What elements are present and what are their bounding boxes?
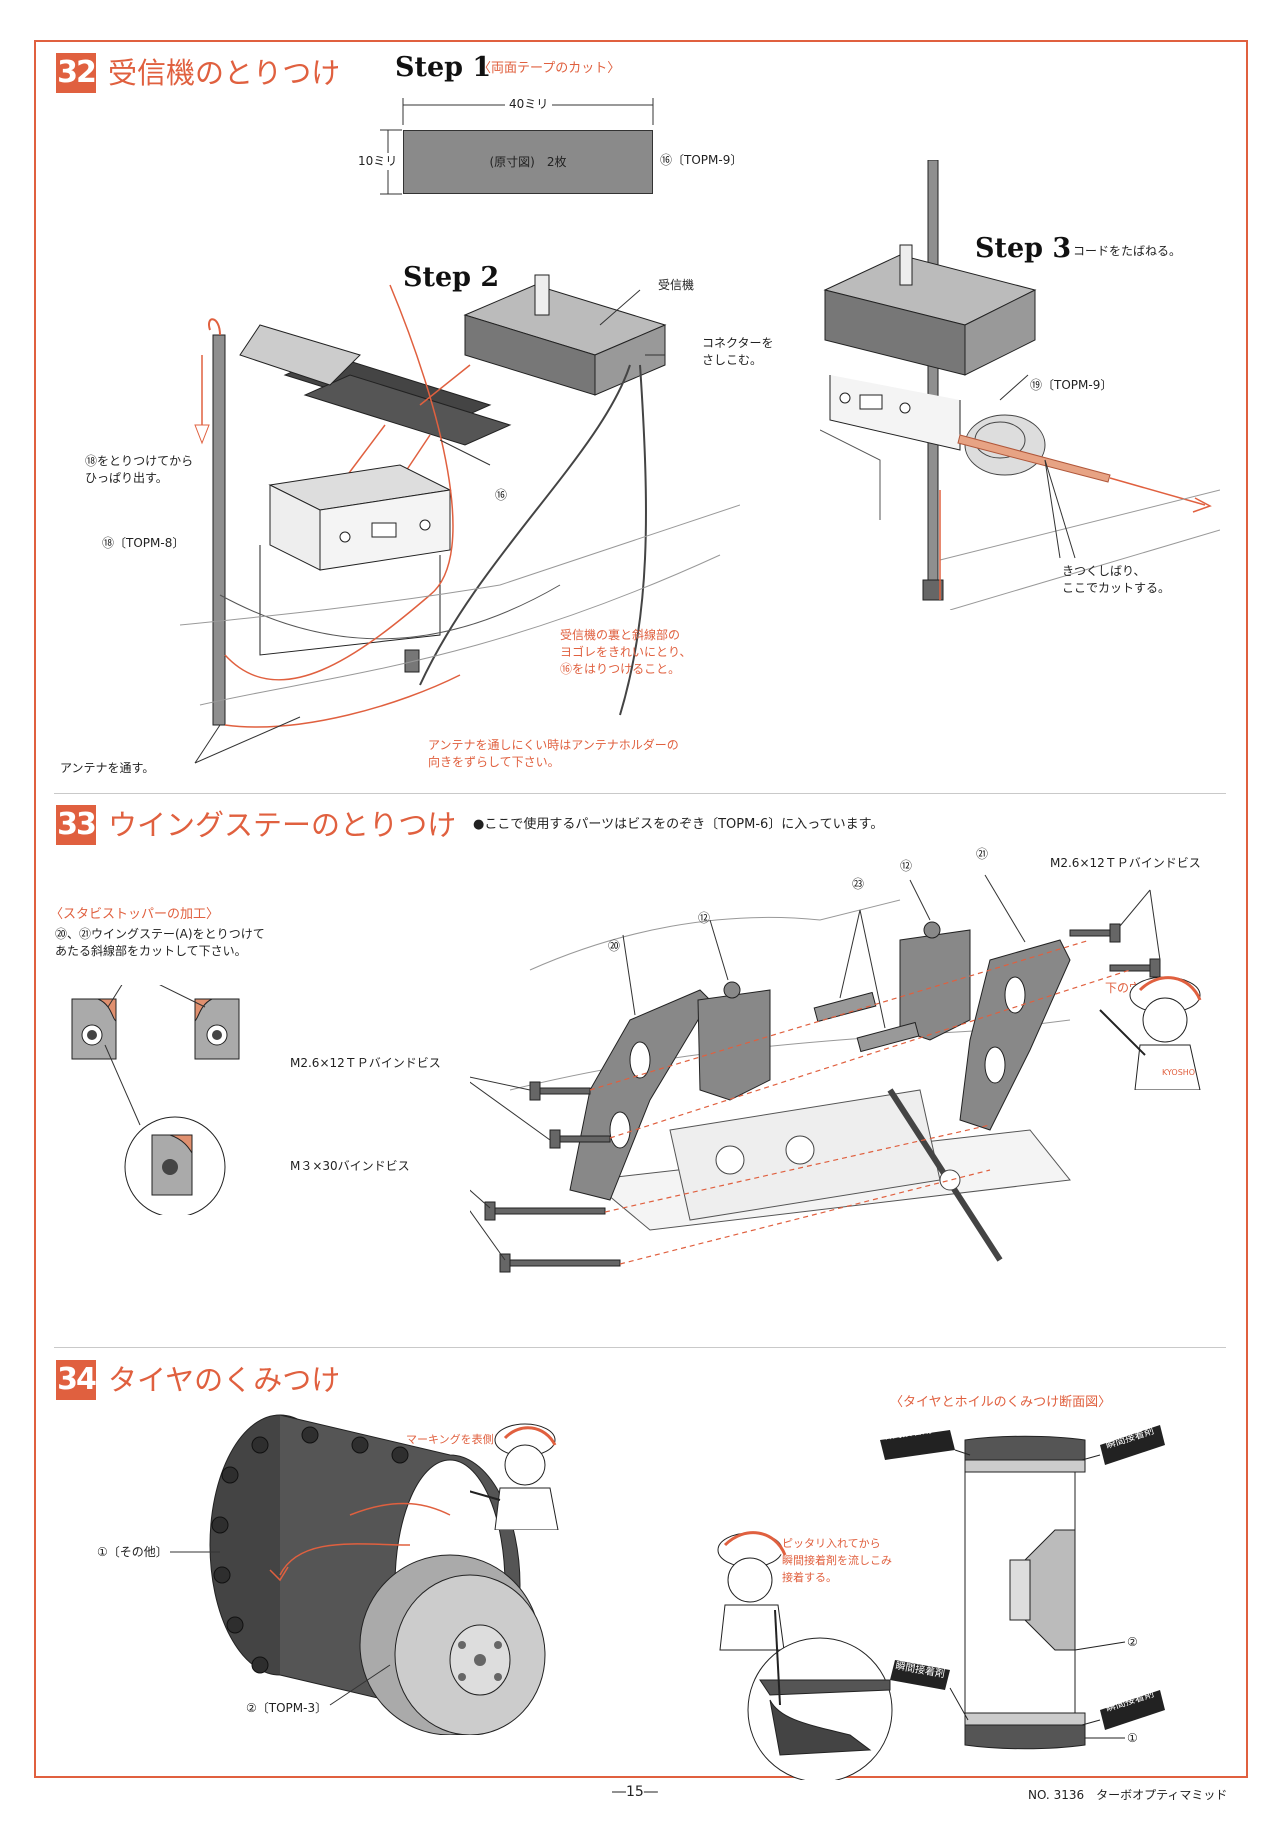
- glue-note: ピッタリ入れてから 瞬間接着剤を流しこみ 接着する。: [782, 1537, 892, 1584]
- antenna-pass-label: アンテナを通す。: [60, 761, 155, 775]
- connector-label: コネクターを さしこむ。: [702, 336, 774, 367]
- brand-text-33: KYOSHO: [1162, 1068, 1195, 1077]
- glue-detail-illustration: [717, 1531, 893, 1780]
- antenna-pull-label: ⑱をとりつけてから ひっぱり出す。: [85, 454, 194, 485]
- step1-width: 40ミリ: [505, 96, 553, 113]
- part-122b-label: ⑫: [900, 859, 913, 873]
- part-120-label: ⑳: [608, 939, 621, 953]
- page-number: ―15―: [612, 1784, 658, 1800]
- cross-section-diagram: [880, 1425, 1165, 1750]
- model-number: NO. 3136 ターボオプティマミッド: [1028, 1788, 1228, 1802]
- stabi-stopper-illustration: [71, 985, 240, 1215]
- mascot-figure-33: KYOSHO: [1099, 976, 1202, 1090]
- step3-illustration: [820, 160, 1220, 610]
- step1-sub: 〈両面テープのカット〉: [478, 61, 621, 76]
- section-32-title: 受信機のとりつけ: [108, 56, 341, 90]
- screw-m3-label: M３×30バインドビス: [290, 1159, 410, 1173]
- screw-tp-label-right: M2.6×12ＴＰバインドビス: [1050, 856, 1201, 870]
- step1-height: 10ミリ: [358, 153, 398, 170]
- section-33-note: ●ここで使用するパーツはビスをのぞき〔TOPM-6〕に入っています。: [473, 817, 884, 832]
- step3-sub: コードをたばねる。: [1073, 244, 1182, 258]
- mascot-figure-34a: [470, 1423, 559, 1530]
- tape-text: (原寸図) 2枚: [489, 155, 567, 169]
- section-33-badge: 33: [56, 805, 97, 845]
- holder-note: アンテナを通しにくい時はアンテナホルダーの 向きをずらして下さい。: [428, 738, 679, 769]
- step1-part: ⑯〔TOPM-9〕: [660, 153, 743, 167]
- stabi-text: ⑳、㉑ウイングステー(A)をとりつけて あたる斜線部をカットして下さい。: [55, 927, 265, 958]
- step3-part: ⑲〔TOPM-9〕: [1030, 378, 1113, 392]
- part-122a-label: ⑫: [698, 911, 711, 925]
- part-121-label: ㉑: [976, 847, 989, 861]
- cut-note: きつくしばり、 ここでカットする。: [1062, 564, 1171, 595]
- tire-label: ①〔その他〕: [97, 1545, 168, 1559]
- receiver-label: 受信機: [658, 278, 695, 292]
- section-part-2: ②: [1127, 1635, 1138, 1649]
- double-sided-tape: (原寸図) 2枚: [403, 130, 653, 194]
- page-frame: [34, 40, 1248, 1778]
- step1-label: Step 1: [395, 52, 492, 83]
- tire-wheel-illustration: [170, 1414, 546, 1735]
- wheel-label: ②〔TOPM-3〕: [246, 1701, 328, 1715]
- step2-illustration: [180, 274, 740, 764]
- step2-label: Step 2: [403, 262, 500, 293]
- stabi-title: 〈スタビストッパーの加工〉: [50, 907, 220, 922]
- part-116-label: ⑯: [495, 488, 508, 502]
- section-view-title: 〈タイヤとホイルのくみつけ断面図〉: [890, 1395, 1112, 1410]
- part-123-label: ㉓: [852, 877, 865, 891]
- wing-stay-illustration: [470, 874, 1161, 1273]
- step3-label: Step 3: [975, 233, 1072, 264]
- clean-note: 受信機の裏と斜線部の ヨゴレをきれいにとり、 ⑯をはりつけること。: [560, 628, 692, 676]
- section-34-title: タイヤのくみつけ: [108, 1363, 341, 1397]
- marking-note: マーキングを表側に。: [406, 1433, 516, 1446]
- section-33-title: ウイングステーのとりつけ: [108, 808, 457, 842]
- divider-1: [54, 793, 1226, 794]
- section-32-badge: 32: [56, 53, 97, 93]
- screw-tp-label-left: M2.6×12ＴＰバインドビス: [290, 1056, 441, 1070]
- section-part-1: ①: [1127, 1731, 1138, 1745]
- wheel: [359, 1554, 546, 1735]
- section-34-badge: 34: [56, 1360, 97, 1400]
- divider-2: [54, 1347, 1226, 1348]
- antenna-part-label: ⑱〔TOPM-8〕: [102, 536, 185, 550]
